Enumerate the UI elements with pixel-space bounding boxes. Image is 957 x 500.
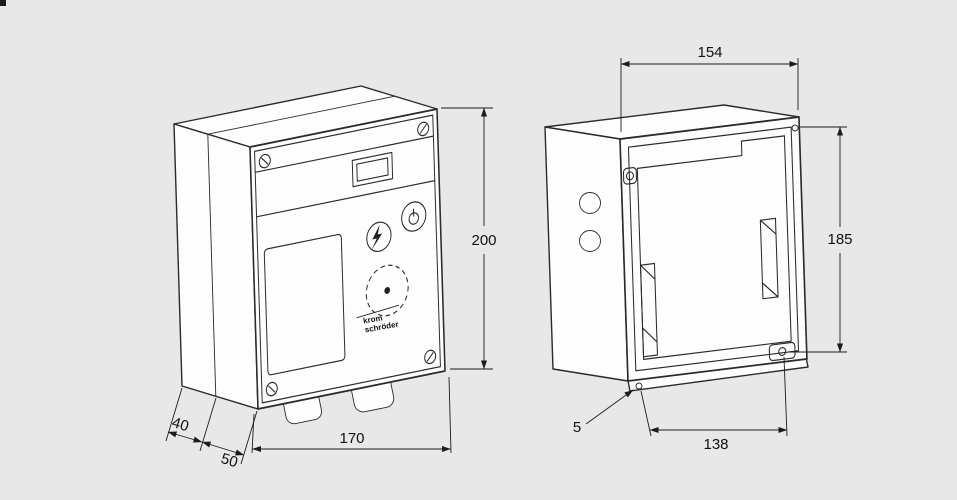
dim-label-offset-5: 5 [573,419,581,436]
back-panel-contour [636,135,792,360]
front-panel [249,108,446,410]
mounting-rail-right [759,217,779,300]
right-view-open-housing: 154 185 138 5 [544,44,853,453]
dim-label-depth-40: 40 [170,414,191,435]
front-door-face [249,108,446,410]
panel-band-top-line [255,135,434,173]
inner-wall-outline [627,126,800,372]
panel-band-bottom-line [256,180,435,218]
open-face-interior [619,116,808,382]
dimension-depth-40-50: 40 50 [165,387,258,471]
housing-left-face [544,126,629,382]
cable-knockout-icon [579,192,601,214]
mounting-hole-icon [625,171,634,181]
dimension-height-185: 185 [789,126,853,353]
door-seam-side [207,134,217,397]
front-window [263,233,346,376]
device-box: krom schröder [173,85,446,425]
dimension-hole-spacing-138: 138 [640,356,788,453]
left-view-front-isometric: krom schröder 200 170 40 50 [165,85,497,471]
door-seam-top [207,95,395,135]
door-frame [254,114,441,404]
dimension-width-154: 154 [620,44,799,132]
dim-label-height-200: 200 [471,232,496,249]
mounting-hole-top-right [791,124,799,132]
mounting-hole-bottom-left [635,382,643,390]
dashed-knob-circle-icon [365,264,409,317]
dim-label-width-170: 170 [339,430,364,447]
adjustment-knob [365,264,409,317]
cable-knockout-icon [579,230,601,252]
reset-lightning-icon [371,224,383,251]
status-display [351,151,394,188]
mounting-tab-bottom-right [768,341,796,362]
dim-label-depth-50: 50 [219,450,240,471]
dimension-height-200: 200 [441,107,497,370]
corner-mark [0,0,6,6]
dim-label-spacing-138: 138 [703,436,728,453]
knob-center-dot [384,287,391,294]
dimension-hole-offset-5: 5 [573,389,634,436]
dim-label-width-154: 154 [697,44,722,61]
logo-text-line1: krom [362,313,383,325]
housing-box [544,104,809,392]
open-face [619,116,808,382]
logo-swoosh [356,304,400,319]
power-button [401,201,427,232]
dimension-width-170: 170 [251,376,452,454]
mounting-hole-icon [778,346,787,357]
dim-label-height-185: 185 [827,231,852,248]
mounting-rail-left [639,262,658,358]
box-left-face [173,123,259,410]
corner-screws [258,121,437,397]
mounting-tab-top-left [622,167,638,185]
reset-button [366,221,392,253]
